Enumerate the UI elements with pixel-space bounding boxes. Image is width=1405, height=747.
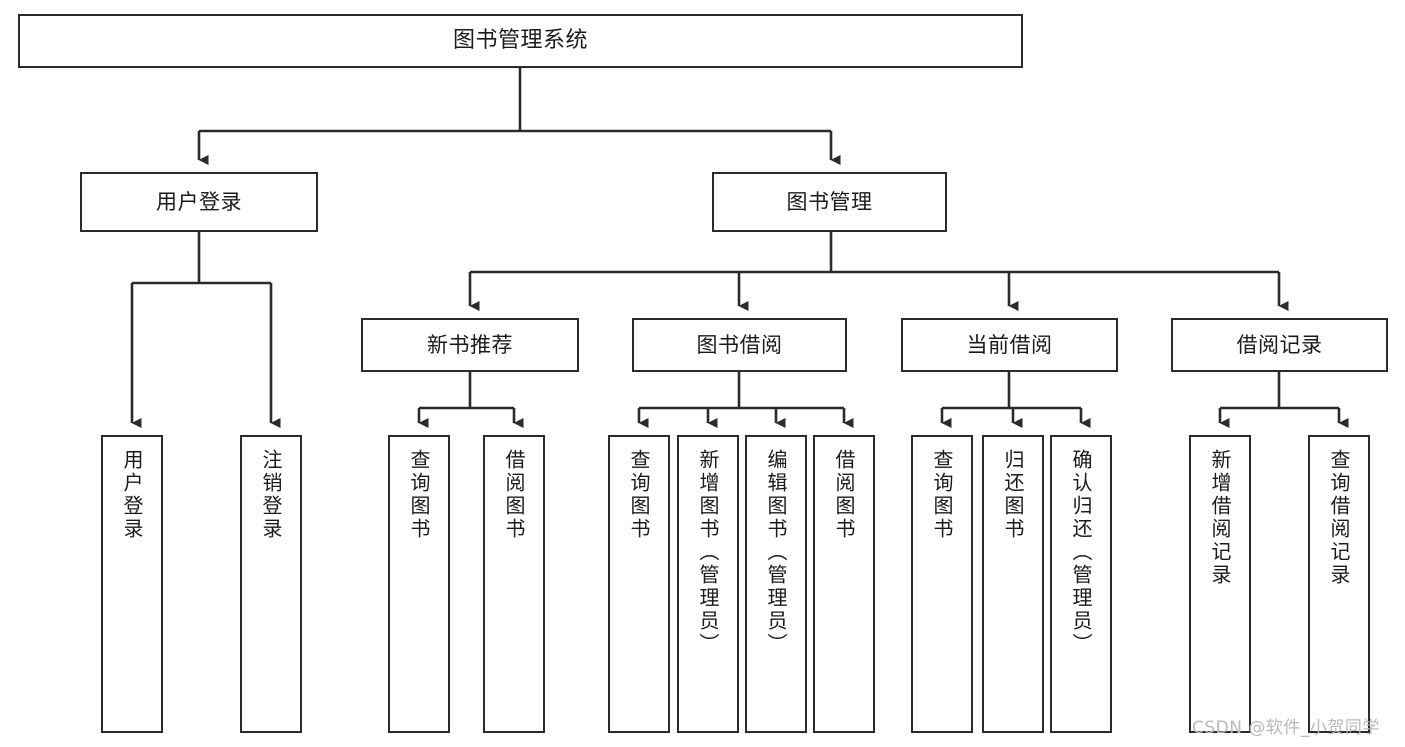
node-leaf-edit-book-label: 编辑图书（管理员）: [764, 449, 788, 656]
node-leaf-query-book-1-label: 查询图书: [407, 449, 431, 541]
node-current-borrow-label: 当前借阅: [966, 332, 1053, 357]
node-leaf-query-record[interactable]: 查询借阅记录: [1308, 435, 1370, 733]
node-leaf-borrow-book-2-label: 借阅图书: [832, 449, 856, 541]
node-leaf-edit-book[interactable]: 编辑图书（管理员）: [745, 435, 807, 733]
node-leaf-query-book-3[interactable]: 查询图书: [911, 435, 973, 733]
node-leaf-add-book[interactable]: 新增图书（管理员）: [677, 435, 739, 733]
node-leaf-user-logout-label: 注销登录: [259, 449, 283, 541]
node-leaf-user-login[interactable]: 用户登录: [101, 435, 163, 733]
node-root[interactable]: 图书管理系统: [18, 14, 1023, 68]
node-leaf-add-record[interactable]: 新增借阅记录: [1189, 435, 1251, 733]
node-user-login-label: 用户登录: [156, 189, 242, 214]
node-book-manage-label: 图书管理: [786, 189, 873, 214]
node-leaf-return-book-label: 归还图书: [1001, 449, 1025, 541]
node-leaf-confirm-return[interactable]: 确认归还（管理员）: [1050, 435, 1112, 733]
node-leaf-add-book-label: 新增图书（管理员）: [696, 449, 720, 656]
node-leaf-add-record-label: 新增借阅记录: [1208, 449, 1232, 587]
node-new-book-rec-label: 新书推荐: [427, 332, 513, 357]
node-leaf-query-book-2-label: 查询图书: [627, 449, 651, 541]
node-leaf-borrow-book-1[interactable]: 借阅图书: [483, 435, 545, 733]
node-leaf-query-book-1[interactable]: 查询图书: [388, 435, 450, 733]
node-borrow-record-label: 借阅记录: [1236, 332, 1323, 357]
node-borrow-record[interactable]: 借阅记录: [1171, 318, 1388, 372]
node-current-borrow[interactable]: 当前借阅: [901, 318, 1118, 372]
node-root-label: 图书管理系统: [452, 28, 588, 54]
node-leaf-return-book[interactable]: 归还图书: [982, 435, 1044, 733]
node-book-borrow[interactable]: 图书借阅: [632, 318, 847, 372]
node-leaf-query-record-label: 查询借阅记录: [1327, 449, 1351, 587]
node-leaf-borrow-book-1-label: 借阅图书: [502, 449, 526, 541]
node-leaf-user-logout[interactable]: 注销登录: [240, 435, 302, 733]
node-leaf-query-book-2[interactable]: 查询图书: [608, 435, 670, 733]
node-leaf-query-book-3-label: 查询图书: [930, 449, 954, 541]
node-book-borrow-label: 图书借阅: [696, 332, 783, 357]
node-leaf-confirm-return-label: 确认归还（管理员）: [1069, 449, 1093, 656]
node-book-manage[interactable]: 图书管理: [712, 172, 947, 232]
node-leaf-user-login-label: 用户登录: [120, 449, 144, 541]
node-new-book-rec[interactable]: 新书推荐: [361, 318, 579, 372]
node-user-login[interactable]: 用户登录: [80, 172, 318, 232]
watermark: CSDN @软件_小贺同学: [1192, 718, 1380, 738]
node-leaf-borrow-book-2[interactable]: 借阅图书: [813, 435, 875, 733]
